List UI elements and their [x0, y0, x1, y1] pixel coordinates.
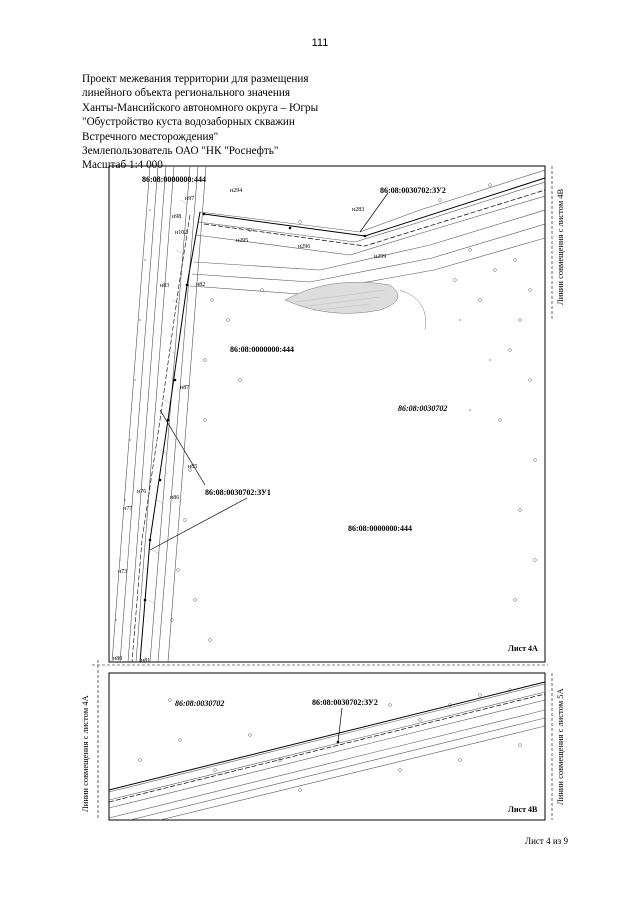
point-label: н295: [236, 238, 248, 244]
point-label: н97: [185, 196, 194, 202]
parcel-label: 86:08:0030702:ЗУ2: [312, 698, 378, 707]
header-line: линейного объекта регионального значения: [82, 87, 291, 100]
sheet-4b-map: 86:08:0030702 86:08:0030702:ЗУ2: [109, 681, 545, 820]
point-label: н294: [230, 188, 242, 194]
parcel-label: 86:08:0000000:444: [142, 175, 206, 184]
sheet-4b-frame: [108, 672, 546, 821]
point-label: н85: [188, 464, 197, 470]
side-label-4b-right: Линии совмещения с листом 5А: [555, 688, 565, 805]
document-header: Проект межевания территории для размещен…: [82, 72, 442, 173]
point-label: н73: [118, 569, 127, 575]
sheet-4a-map: н97 н294 н98 н102 н295 н283 н296 н299 н8…: [111, 166, 545, 664]
point-label: н81: [141, 658, 150, 664]
parcel-label: 86:08:0030702: [175, 699, 224, 708]
header-line: Проект межевания территории для размещен…: [82, 73, 309, 85]
sheet-4a-label: Лист 4А: [508, 644, 538, 653]
point-label: н80: [113, 656, 122, 662]
sheet-footer: Лист 4 из 9: [525, 836, 568, 846]
point-label: н296: [298, 244, 310, 250]
point-label: н83: [160, 283, 169, 289]
parcel-label: 86:08:0030702:ЗУ2: [380, 186, 446, 195]
side-label-4b-left: Линии совмещения с листом 4А: [80, 695, 90, 812]
point-label: н77: [123, 506, 132, 512]
sheet-4b-label: Лист 4В: [508, 805, 538, 814]
point-label: н76: [137, 489, 146, 495]
point-label: н82: [196, 282, 205, 288]
parcel-label: 86:08:0030702:ЗУ1: [205, 488, 271, 497]
parcel-label: 86:08:0030702: [398, 404, 447, 413]
page-number: 111: [311, 37, 329, 49]
header-line: Ханты-Мансийского автономного округа – Ю…: [82, 101, 319, 114]
side-label-4a: Линии совмещения с листом 4В: [555, 188, 565, 305]
point-label: н98: [172, 214, 181, 220]
parcel-label: 86:08:0000000:444: [348, 524, 412, 533]
header-scale: Масштаб 1:4 000: [82, 159, 163, 172]
point-label: н102: [175, 230, 187, 236]
parcel-label: 86:08:0000000:444: [230, 345, 294, 354]
point-label: н87: [180, 385, 189, 391]
header-line: Землепользователь ОАО "НК "Роснефть": [82, 145, 279, 158]
header-line: Встречного месторождения": [82, 130, 219, 143]
sheet-4a-frame: [108, 165, 546, 663]
point-label: н86: [170, 495, 179, 501]
header-line: "Обустройство куста водозаборных скважин: [82, 116, 295, 129]
point-label: н299: [374, 254, 386, 260]
point-label: н283: [352, 207, 364, 213]
